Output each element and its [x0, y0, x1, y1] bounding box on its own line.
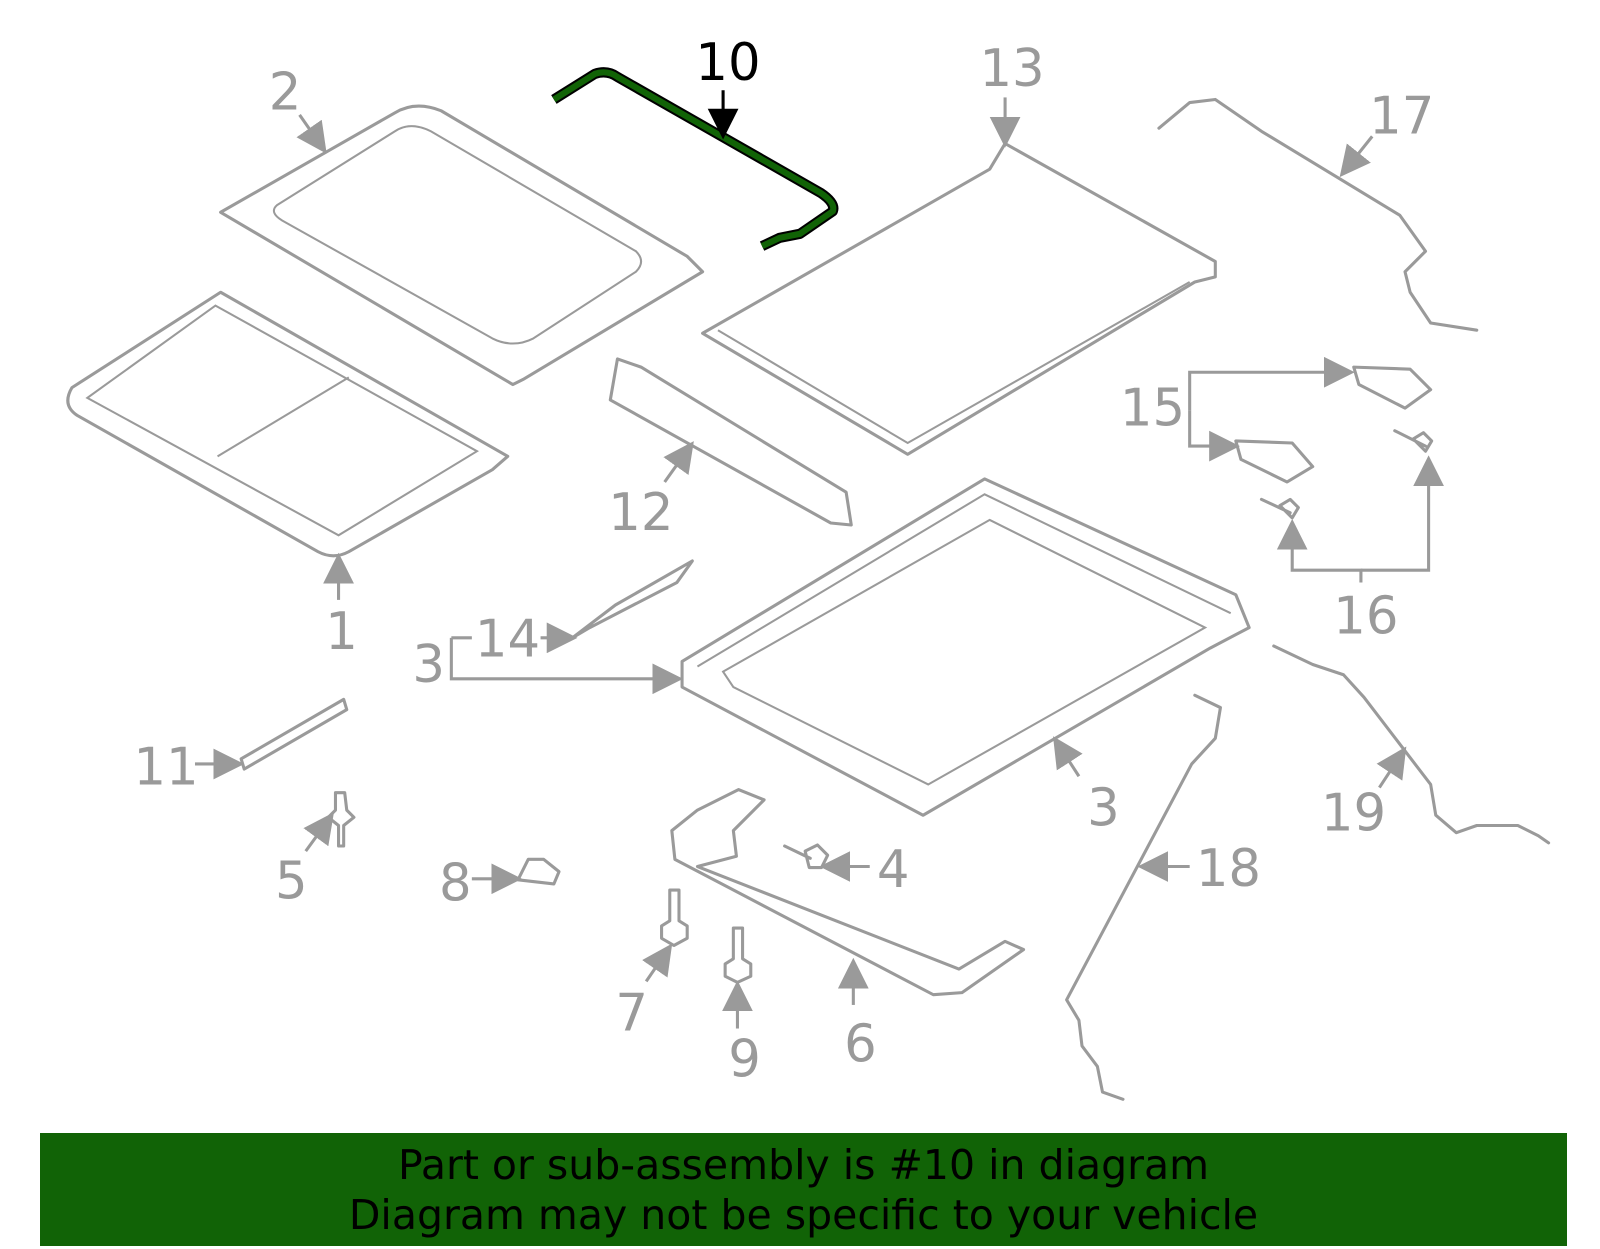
part-6-bracket[interactable]: [670, 788, 1026, 997]
callout-12: 12: [608, 483, 673, 543]
callout-3a: 3: [412, 635, 445, 695]
callout-5: 5: [275, 851, 308, 911]
part-19-drain-hose[interactable]: [1272, 644, 1551, 845]
part-7-bolt[interactable]: [660, 888, 689, 948]
banner-line-2: Diagram may not be specific to your vehi…: [348, 1190, 1259, 1239]
callout-16: 16: [1333, 587, 1398, 647]
part-17-wiring-harness[interactable]: [1157, 97, 1479, 332]
callout-19: 19: [1321, 784, 1386, 844]
callout-7: 7: [615, 984, 648, 1044]
part-13-sunshade[interactable]: [701, 142, 1217, 456]
part-3-sunroof-frame[interactable]: [680, 477, 1251, 817]
part-4-bolt[interactable]: [783, 843, 830, 870]
leader-lines: [194, 90, 1444, 1029]
callout-10: 10: [695, 33, 760, 93]
part-5-clip[interactable]: [326, 791, 356, 848]
part-15-motors[interactable]: [1234, 365, 1433, 484]
part-8-nut[interactable]: [516, 857, 561, 886]
callout-2: 2: [269, 63, 302, 123]
callout-18: 18: [1196, 839, 1261, 899]
callout-15: 15: [1120, 379, 1185, 439]
banner-line-1: Part or sub-assembly is #10 in diagram: [397, 1140, 1210, 1189]
callout-9: 9: [728, 1030, 761, 1090]
part-11-seal-strip[interactable]: [239, 697, 349, 771]
callout-4: 4: [877, 840, 910, 900]
callout-11: 11: [133, 737, 198, 797]
callout-14: 14: [475, 609, 540, 669]
part-12-wind-deflector[interactable]: [608, 357, 853, 527]
callout-17: 17: [1369, 86, 1434, 146]
callout-3b: 3: [1087, 778, 1120, 838]
callout-6: 6: [844, 1014, 877, 1074]
part-18-drain-hose[interactable]: [1065, 693, 1222, 1101]
part-14-trim[interactable]: [570, 559, 694, 640]
callout-1: 1: [325, 602, 358, 662]
part-2-glass-frame[interactable]: [219, 104, 705, 387]
info-banner: Part or sub-assembly is #10 in diagram D…: [40, 1133, 1567, 1246]
callout-13: 13: [979, 39, 1044, 99]
callout-8: 8: [439, 853, 472, 913]
part-10-seal-highlighted[interactable]: [551, 67, 839, 251]
part-1-glass-panel[interactable]: [66, 290, 510, 558]
part-9-bolt[interactable]: [723, 926, 753, 984]
part-16-bolts[interactable]: [1259, 429, 1434, 520]
